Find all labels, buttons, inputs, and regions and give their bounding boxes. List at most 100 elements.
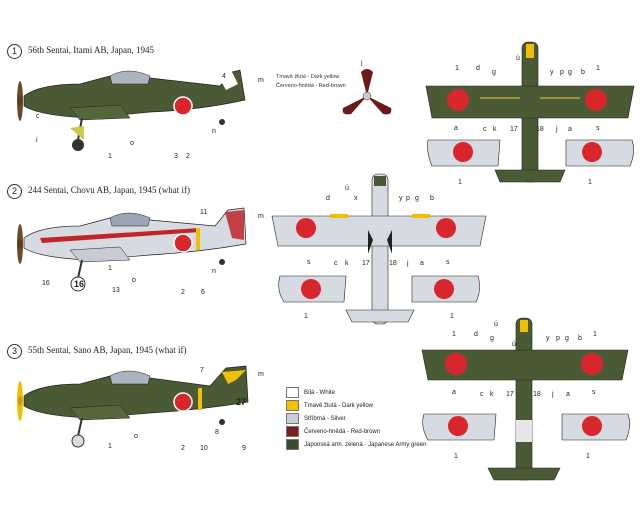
- svg-text:x: x: [354, 195, 358, 202]
- svg-text:o: o: [132, 277, 136, 284]
- svg-text:1: 1: [108, 153, 112, 160]
- svg-text:j: j: [555, 126, 558, 133]
- svg-text:a: a: [420, 260, 424, 267]
- svg-text:1: 1: [593, 331, 597, 338]
- legend-row-army-green: Japonská arm. zelená - Japanese Army gre…: [286, 438, 426, 451]
- svg-text:1: 1: [108, 265, 112, 272]
- svg-text:j: j: [406, 260, 409, 267]
- svg-text:y: y: [546, 335, 550, 342]
- svg-text:1: 1: [596, 65, 600, 72]
- svg-text:g: g: [415, 195, 419, 202]
- svg-text:ú: ú: [494, 321, 498, 328]
- svg-text:n: n: [212, 128, 216, 135]
- hinomaru: [173, 96, 193, 116]
- legend-row-white: Bílá - White: [286, 386, 426, 399]
- legend-swatch: [286, 400, 299, 411]
- legend-swatch: [286, 426, 299, 437]
- svg-text:s: s: [446, 259, 450, 266]
- svg-text:g: g: [568, 69, 572, 76]
- svg-text:c: c: [334, 260, 338, 267]
- svg-text:d: d: [476, 65, 480, 72]
- svg-text:d: d: [326, 195, 330, 202]
- svg-text:6: 6: [201, 289, 205, 296]
- svg-text:7: 7: [200, 367, 204, 374]
- svg-text:1: 1: [452, 331, 456, 338]
- svg-text:27: 27: [236, 397, 246, 407]
- profile-caption-3: 55th Sentai, Sano AB, Japan, 1945 (what …: [28, 345, 187, 355]
- svg-text:g: g: [492, 69, 496, 76]
- svg-text:1: 1: [454, 453, 458, 460]
- svg-text:o: o: [130, 140, 134, 147]
- svg-text:1: 1: [458, 179, 462, 186]
- profile-number-2: 2: [7, 184, 22, 199]
- prop-marker: l: [361, 61, 363, 68]
- svg-text:16: 16: [42, 280, 50, 287]
- svg-text:1: 1: [588, 179, 592, 186]
- svg-text:18: 18: [389, 260, 397, 267]
- svg-text:18: 18: [536, 126, 544, 133]
- svg-text:m: m: [258, 213, 264, 220]
- svg-text:ú: ú: [345, 185, 349, 192]
- svg-text:y: y: [550, 69, 554, 76]
- prop-label-dark-yellow: Tmavě žlutá - Dark yellow: [276, 74, 340, 80]
- svg-text:p: p: [560, 69, 564, 76]
- svg-text:10: 10: [200, 445, 208, 452]
- profile-number-1: 1: [7, 44, 22, 59]
- svg-text:c: c: [36, 113, 40, 120]
- svg-text:1: 1: [586, 453, 590, 460]
- svg-text:2: 2: [181, 289, 185, 296]
- svg-text:p: p: [556, 335, 560, 342]
- svg-text:13: 13: [112, 287, 120, 294]
- svg-text:s: s: [307, 259, 311, 266]
- tail-marking: [218, 72, 238, 90]
- svg-text:2: 2: [186, 153, 190, 160]
- svg-text:4: 4: [222, 73, 226, 80]
- landing-wheel: [72, 139, 84, 151]
- svg-text:1: 1: [455, 65, 459, 72]
- svg-text:1: 1: [304, 313, 308, 320]
- svg-text:1: 1: [108, 443, 112, 450]
- svg-text:y: y: [399, 195, 403, 202]
- svg-text:d: d: [474, 331, 478, 338]
- legend-label: Červeno-hnědá - Red-brown: [304, 428, 381, 435]
- svg-text:a: a: [568, 126, 572, 133]
- svg-text:g: g: [565, 335, 569, 342]
- svg-text:s: s: [592, 389, 596, 396]
- profile-caption-1: 56th Sentai, Itami AB, Japan, 1945: [28, 45, 154, 55]
- svg-text:m: m: [258, 77, 264, 84]
- svg-text:s: s: [596, 125, 600, 132]
- svg-text:b: b: [430, 195, 434, 202]
- legend-row-dark-yellow: Tmavě žlutá - Dark yellow: [286, 399, 426, 412]
- svg-text:b: b: [581, 69, 585, 76]
- profile-caption-2: 244 Sentai, Chovu AB, Japan, 1945 (what …: [28, 185, 190, 195]
- svg-text:17: 17: [362, 260, 370, 267]
- svg-text:a: a: [566, 391, 570, 398]
- svg-text:2: 2: [181, 445, 185, 452]
- svg-text:k: k: [345, 260, 349, 267]
- svg-text:18: 18: [533, 391, 541, 398]
- svg-text:17: 17: [510, 126, 518, 133]
- svg-text:ú: ú: [516, 55, 520, 62]
- legend-label: Bílá - White: [304, 389, 336, 396]
- svg-text:17: 17: [506, 391, 514, 398]
- svg-text:a: a: [452, 389, 456, 396]
- svg-text:1: 1: [450, 313, 454, 320]
- svg-text:n: n: [212, 268, 216, 275]
- legend-swatch: [286, 387, 299, 398]
- svg-text:3: 3: [174, 153, 178, 160]
- svg-text:c: c: [480, 391, 484, 398]
- legend-swatch: [286, 413, 299, 424]
- svg-text:p: p: [406, 195, 410, 202]
- svg-text:ú: ú: [512, 341, 516, 348]
- svg-text:c: c: [483, 126, 487, 133]
- svg-text:k: k: [493, 126, 497, 133]
- legend-row-red-brown: Červeno-hnědá - Red-brown: [286, 425, 426, 438]
- color-legend: Bílá - White Tmavě žlutá - Dark yellow S…: [286, 386, 426, 451]
